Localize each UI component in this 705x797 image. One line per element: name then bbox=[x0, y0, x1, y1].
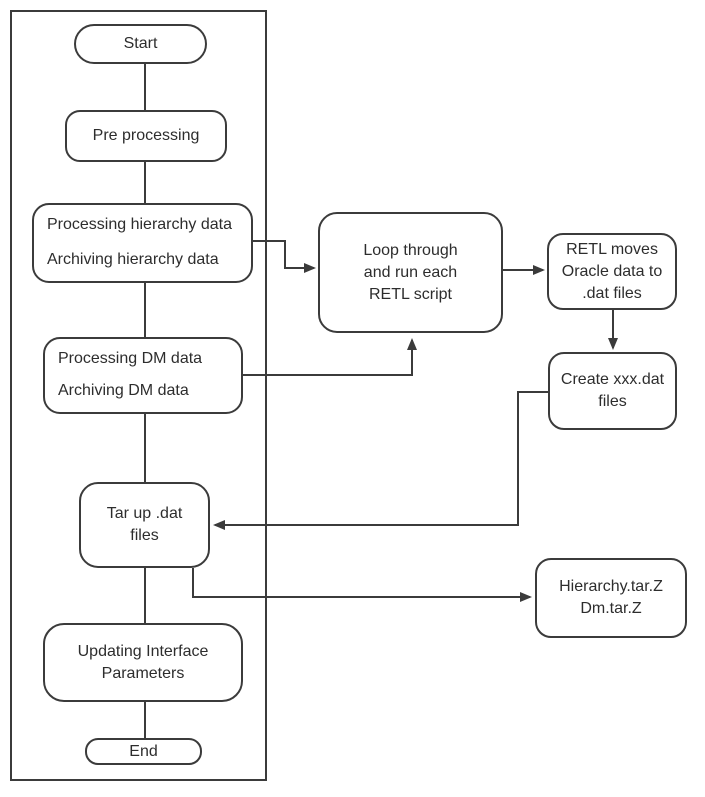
node-end-label: End bbox=[129, 742, 158, 760]
node-hierarchy-line1: Processing hierarchy data bbox=[47, 216, 232, 233]
node-loop-through-retl: Loop through and run each RETL script bbox=[318, 212, 503, 333]
node-tar-line1: Tar up .dat bbox=[106, 505, 183, 522]
node-retl-line3: .dat files bbox=[582, 284, 642, 302]
node-loop-line2: and run each bbox=[363, 263, 458, 281]
node-create-line2: files bbox=[598, 393, 627, 410]
node-loop-line3: RETL script bbox=[369, 285, 452, 303]
connector-dm-to-loop bbox=[243, 338, 417, 376]
node-retl-moves-oracle-data: RETL moves Oracle data to .dat files bbox=[547, 233, 677, 310]
node-retl-line2: Oracle data to bbox=[561, 262, 663, 280]
node-hierarchy-line2: Archiving hierarchy data bbox=[47, 251, 219, 268]
node-start: Start bbox=[74, 24, 207, 64]
node-loop-line1: Loop through bbox=[363, 241, 458, 259]
node-tar-up-dat-files: Tar up .dat files bbox=[79, 482, 210, 568]
node-hierarchy-tar-z: Hierarchy.tar.Z Dm.tar.Z bbox=[535, 558, 687, 638]
node-tar-line2: files bbox=[130, 527, 159, 544]
node-pre-processing-label: Pre processing bbox=[92, 127, 200, 144]
node-dm-line2: Archiving DM data bbox=[58, 382, 189, 399]
node-end: End bbox=[85, 738, 202, 765]
node-retl-line1: RETL moves bbox=[566, 240, 658, 258]
node-tarfiles-line2: Dm.tar.Z bbox=[580, 600, 642, 617]
node-create-line1: Create xxx.dat bbox=[560, 371, 665, 388]
node-tarfiles-line1: Hierarchy.tar.Z bbox=[559, 578, 663, 595]
connector-tar-to-tarfiles bbox=[192, 568, 532, 602]
node-dm-line1: Processing DM data bbox=[58, 350, 203, 367]
node-updating-interface-parameters: Updating Interface Parameters bbox=[43, 623, 243, 702]
process-boundary-frame bbox=[10, 10, 267, 781]
node-updating-line2: Parameters bbox=[101, 664, 185, 682]
node-pre-processing: Pre processing bbox=[65, 110, 227, 162]
node-processing-hierarchy-data: Processing hierarchy data Archiving hier… bbox=[32, 203, 253, 283]
node-create-xxx-dat-files: Create xxx.dat files bbox=[548, 352, 677, 430]
node-updating-line1: Updating Interface bbox=[77, 642, 209, 660]
connector-create-to-tar bbox=[213, 391, 548, 530]
node-processing-dm-data: Processing DM data Archiving DM data bbox=[43, 337, 243, 414]
connector-hierarchy-to-loop bbox=[253, 240, 316, 273]
node-start-label: Start bbox=[123, 35, 158, 52]
